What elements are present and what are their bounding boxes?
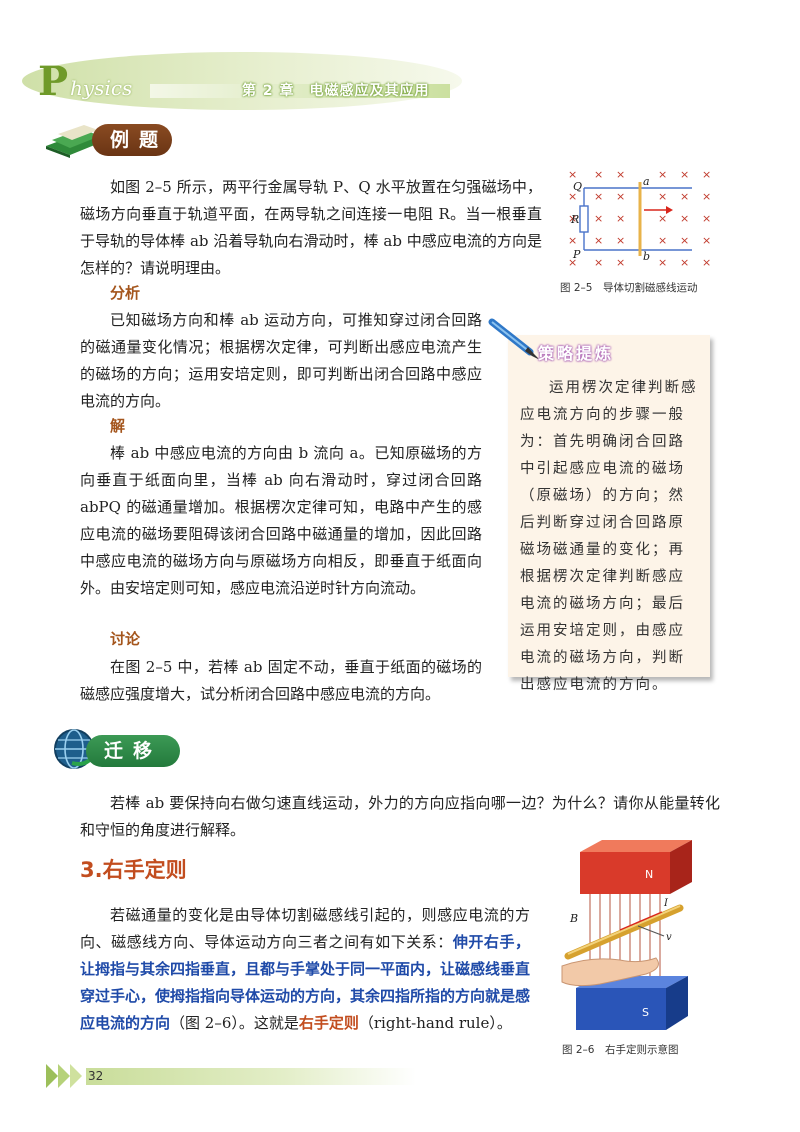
field-cross-4-0: ×: [568, 256, 577, 269]
label-s: S: [642, 1006, 649, 1019]
book-stack-icon: [44, 124, 104, 158]
label-r: R: [570, 213, 579, 226]
right-hand-rule-statement: 伸开右手，让拇指与其余四指垂直，且都与手掌处于同一平面内，让磁感线垂直穿过手心，…: [80, 933, 531, 1032]
example-tag: 例题: [92, 124, 172, 156]
figure-2-5-caption: 图 2–5 导体切割磁感线运动: [560, 282, 698, 294]
label-b: b: [643, 250, 650, 263]
transfer-text: 若棒 ab 要保持向右做匀速直线运动，外力的方向应指向哪一边？为什么？请你从能量…: [80, 794, 720, 839]
figure-2-6-caption: 图 2–6 右手定则示意图: [562, 1044, 679, 1056]
field-cross-2-0: ×: [568, 212, 577, 225]
field-cross-4-3: ×: [658, 256, 667, 269]
field-cross-0-0: ×: [568, 170, 577, 181]
label-i: I: [663, 898, 669, 909]
example-question: 如图 2–5 所示，两平行金属导轨 P、Q 水平放置在匀强磁场中，磁场方向垂直于…: [80, 178, 542, 277]
resistor: [579, 205, 589, 233]
north-pole: [580, 852, 670, 894]
section-3-title: 3.右手定则: [80, 858, 187, 882]
field-cross-1-1: ×: [594, 190, 603, 203]
strategy-tip-text: 运用楞次定律判断感应电流方向的步骤一般为：首先明确闭合回路中引起感应电流的磁场（…: [520, 380, 698, 693]
field-cross-0-4: ×: [680, 170, 689, 181]
analysis-text: 已知磁场方向和棒 ab 运动方向，可推知穿过闭合回路的磁通量变化情况；根据楞次定…: [80, 311, 482, 410]
field-cross-3-5: ×: [702, 234, 711, 247]
section-3-after-rule: （图 2–6）。这就是: [170, 1014, 299, 1032]
conductor-rod: [564, 904, 684, 960]
field-cross-0-3: ×: [658, 170, 667, 181]
field-cross-0-2: ×: [616, 170, 625, 181]
field-cross-0-1: ×: [594, 170, 603, 181]
figure-2-6: N S B I v: [560, 838, 710, 1034]
analysis-heading: 分析: [110, 284, 141, 302]
field-cross-2-5: ×: [702, 212, 711, 225]
transfer-tag: 迁移: [86, 735, 180, 767]
header-logo-text: hysics: [70, 76, 133, 100]
field-cross-3-3: ×: [658, 234, 667, 247]
field-cross-4-1: ×: [594, 256, 603, 269]
pen-icon: [488, 318, 544, 362]
header-chapter-title: 第 2 章 电磁感应及其应用: [242, 83, 430, 99]
discussion-text: 在图 2–5 中，若棒 ab 固定不动，垂直于纸面的磁场的磁感应强度增大，试分析…: [80, 658, 482, 703]
section-3-body: 若磁通量的变化是由导体切割磁感线引起的，则感应电流的方向、磁感线方向、导体运动方…: [80, 902, 530, 1037]
field-cross-2-1: ×: [594, 212, 603, 225]
field-cross-1-0: ×: [568, 190, 577, 203]
figure-2-5: × × × × × × × × × × × × × × × × × × × × × × × × × × × × × × Q P R a b: [560, 168, 720, 270]
solution-text: 棒 ab 中感应电流的方向由 b 流向 a。已知原磁场的方向垂直于纸面向里，当棒…: [80, 444, 482, 597]
label-b-field: B: [569, 912, 578, 925]
section-3-intro: 若磁通量的变化是由导体切割磁感线引起的，则感应电流的方向、磁感线方向、导体运动方…: [80, 906, 530, 951]
strategy-tip-box: [508, 335, 710, 677]
label-p: P: [572, 248, 581, 261]
field-cross-3-0: ×: [568, 234, 577, 247]
field-cross-1-2: ×: [616, 190, 625, 203]
header-chapter-bar: [150, 84, 450, 98]
label-n: N: [645, 868, 653, 881]
field-cross-0-5: ×: [702, 170, 711, 181]
field-cross-4-4: ×: [680, 256, 689, 269]
discussion-heading: 讨论: [110, 630, 141, 648]
page-number: 32: [88, 1069, 104, 1083]
label-a: a: [643, 175, 650, 188]
field-cross-3-2: ×: [616, 234, 625, 247]
field-cross-4-5: ×: [702, 256, 711, 269]
right-hand-rule-name: 右手定则: [298, 1014, 359, 1032]
label-v: v: [666, 932, 672, 943]
footer-bar: [86, 1068, 416, 1085]
field-cross-2-4: ×: [680, 212, 689, 225]
field-cross-1-3: ×: [658, 190, 667, 203]
right-hand-rule-english: （right-hand rule）。: [358, 1014, 512, 1032]
header-banner: [22, 52, 462, 110]
header-logo-letter: P: [38, 58, 69, 105]
footer-chevron-icon: [46, 1064, 90, 1088]
field-cross-4-2: ×: [616, 256, 625, 269]
south-pole: [576, 988, 666, 1030]
hand: [561, 957, 659, 987]
field-cross-1-4: ×: [680, 190, 689, 203]
field-cross-2-3: ×: [658, 212, 667, 225]
field-cross-1-5: ×: [702, 190, 711, 203]
solution-heading: 解: [110, 417, 126, 435]
field-cross-3-4: ×: [680, 234, 689, 247]
strategy-tip-title: 策略提炼: [538, 344, 615, 363]
label-q: Q: [573, 180, 582, 193]
field-cross-2-2: ×: [616, 212, 625, 225]
field-cross-3-1: ×: [594, 234, 603, 247]
